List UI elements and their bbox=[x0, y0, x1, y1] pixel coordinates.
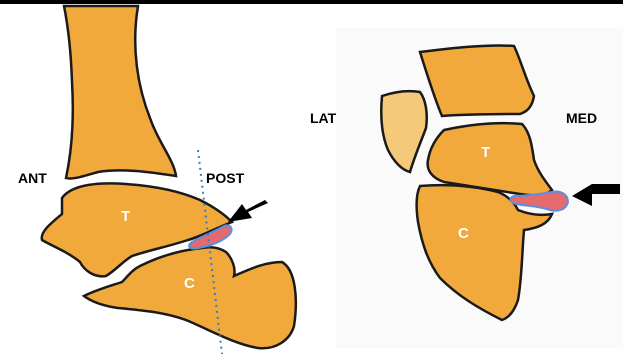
calcaneus-label-left: C bbox=[184, 275, 195, 292]
tibia-plafond bbox=[420, 45, 534, 116]
anterior-label: ANT bbox=[18, 170, 47, 186]
calcaneus-label-right: C bbox=[458, 225, 469, 242]
lateral-label: LAT bbox=[310, 110, 337, 126]
talus-label-left: T bbox=[121, 208, 130, 225]
posterior-label: POST bbox=[206, 170, 245, 186]
medial-label: MED bbox=[566, 110, 597, 126]
talus-label-right: T bbox=[481, 144, 490, 161]
